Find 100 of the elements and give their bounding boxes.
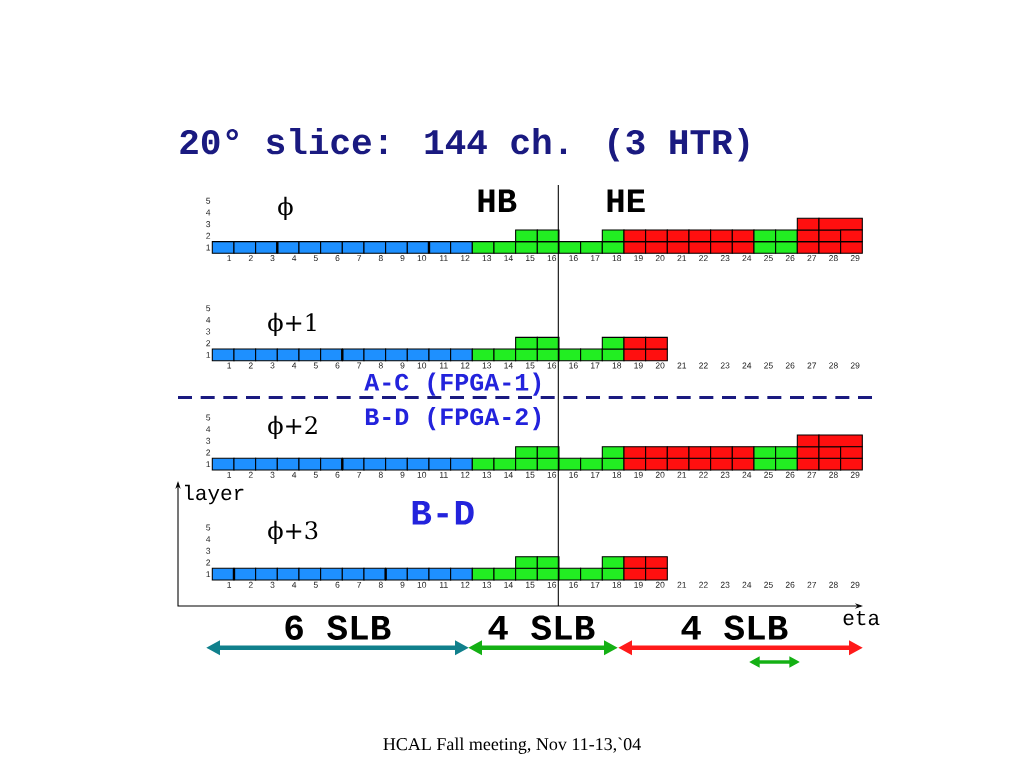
tower-number: 29 xyxy=(850,471,860,478)
tower-number: 16 xyxy=(569,255,578,262)
tower-number: 26 xyxy=(785,362,795,369)
tower-number: 11 xyxy=(440,471,448,478)
tower-number: 19 xyxy=(634,255,643,262)
tower-number: 8 xyxy=(378,255,383,262)
layer-number: 3 xyxy=(206,221,211,228)
tower-number: 12 xyxy=(461,581,470,588)
tower-number: 8 xyxy=(378,362,383,369)
tower-number: 26 xyxy=(785,581,795,588)
tower-number: 9 xyxy=(400,255,405,262)
tower-number: 15 xyxy=(526,581,535,588)
tower-number: 3 xyxy=(270,362,275,369)
tower-number: 8 xyxy=(378,581,383,588)
tower-number: 5 xyxy=(313,255,318,262)
tower-number: 16 xyxy=(547,581,557,588)
tower-number: 21 xyxy=(677,255,687,262)
tower-number: 17 xyxy=(591,362,600,369)
layer-number: 1 xyxy=(206,571,211,578)
tower-number: 2 xyxy=(248,362,253,369)
tower-number: 16 xyxy=(569,471,578,478)
layer-number: 5 xyxy=(206,305,211,312)
tower-number: 4 xyxy=(291,255,297,262)
tower-number: 29 xyxy=(850,255,860,262)
tower-number: 3 xyxy=(270,471,275,478)
tower-number: 22 xyxy=(699,471,708,478)
layer-number: 5 xyxy=(206,414,211,421)
tower-number: 25 xyxy=(764,362,773,369)
tower-number: 14 xyxy=(504,255,513,262)
tower-number: 13 xyxy=(482,255,492,262)
layer-number: 2 xyxy=(206,232,211,239)
tower-number: 22 xyxy=(699,255,708,262)
tower-number: 19 xyxy=(634,581,643,588)
tower-number: 16 xyxy=(569,362,578,369)
tower-number: 24 xyxy=(742,471,752,478)
tower-number: 6 xyxy=(335,471,340,478)
tower-number: 4 xyxy=(291,581,297,588)
tower-number: 5 xyxy=(313,581,318,588)
tower-number: 23 xyxy=(720,581,730,588)
tower-number: 12 xyxy=(461,255,470,262)
tower-number: 17 xyxy=(591,471,600,478)
tower-number: 13 xyxy=(482,581,492,588)
row-label: ϕ xyxy=(278,196,293,220)
tower-number: 10 xyxy=(417,362,427,369)
tower-number: 5 xyxy=(313,362,318,369)
tower-number: 1 xyxy=(227,581,232,588)
tower-number: 9 xyxy=(400,581,405,588)
section-label: HB xyxy=(478,189,517,212)
tower-number: 2 xyxy=(248,581,253,588)
tower-number: 23 xyxy=(720,471,730,478)
tower-number: 15 xyxy=(526,471,535,478)
tower-number: 28 xyxy=(829,471,838,478)
tower-number: 29 xyxy=(850,362,860,369)
tower-number: 18 xyxy=(612,471,622,478)
tower-number: 24 xyxy=(742,581,752,588)
tower-number: 21 xyxy=(677,581,687,588)
layer-number: 4 xyxy=(206,316,211,323)
tower-number: 23 xyxy=(720,362,730,369)
tower-number: 19 xyxy=(634,362,643,369)
tower-number: 19 xyxy=(634,471,643,478)
tower-number: 20 xyxy=(655,581,665,588)
tower-number: 22 xyxy=(699,581,708,588)
tower-number: 5 xyxy=(313,471,318,478)
row-label: ϕ+2 xyxy=(268,415,317,439)
tower-number: 2 xyxy=(248,255,253,262)
tower-number: 13 xyxy=(482,471,492,478)
tower-number: 14 xyxy=(504,362,513,369)
layer-number: 4 xyxy=(206,536,211,543)
tower-number: 10 xyxy=(417,581,427,588)
tower-number: 15 xyxy=(526,362,535,369)
tower-number: 23 xyxy=(720,255,730,262)
span-label: 4 SLB xyxy=(681,615,788,640)
layer-number: 3 xyxy=(206,437,211,444)
tower-number: 21 xyxy=(677,471,687,478)
tower-number: 6 xyxy=(335,255,340,262)
tower-number: 26 xyxy=(785,471,795,478)
layer-number: 3 xyxy=(206,328,211,335)
span-label: 6 SLB xyxy=(285,615,391,640)
tower-number: 28 xyxy=(829,255,838,262)
tower-number: 16 xyxy=(547,362,557,369)
tower-number: 3 xyxy=(270,581,275,588)
tower-number: 9 xyxy=(400,471,405,478)
tower-number: 15 xyxy=(526,255,535,262)
tower-number: 7 xyxy=(357,471,362,478)
tower-number: 9 xyxy=(400,362,405,369)
tower-number: 2 xyxy=(248,471,253,478)
tower-number: 27 xyxy=(807,362,817,369)
tower-number: 25 xyxy=(764,581,773,588)
tower-number: 22 xyxy=(699,362,708,369)
tower-number: 27 xyxy=(807,471,817,478)
tower-number: 12 xyxy=(461,471,470,478)
tower-number: 4 xyxy=(291,471,297,478)
tower-number: 8 xyxy=(378,471,383,478)
layer-number: 5 xyxy=(206,524,211,531)
title: 20° slice: 144 ch. (3 HTR) xyxy=(180,127,749,162)
tower-number: 27 xyxy=(807,581,817,588)
layer-number: 2 xyxy=(206,340,211,347)
tower-number: 13 xyxy=(482,362,492,369)
layer-number: 5 xyxy=(206,197,211,204)
tower-number: 17 xyxy=(591,255,600,262)
